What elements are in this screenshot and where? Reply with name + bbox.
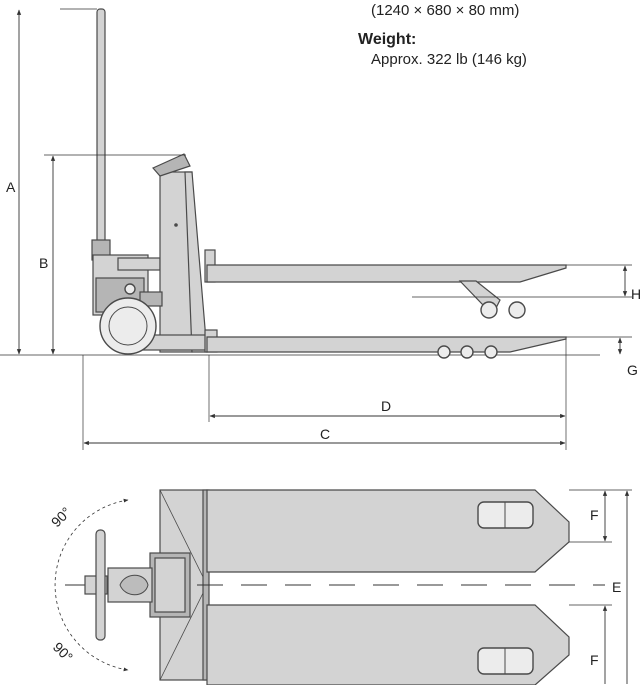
top-body-edge-1 xyxy=(159,489,208,586)
angle-label-upper: 90° xyxy=(48,504,74,530)
scale-display xyxy=(152,153,191,177)
top-view: 90° 90° E F F xyxy=(48,489,632,685)
mast-screw xyxy=(174,223,178,227)
side-view: A B H G D C xyxy=(0,8,641,450)
steering-wheel-hub xyxy=(108,306,148,346)
chassis-link xyxy=(139,291,163,307)
handle-bar xyxy=(96,8,106,250)
dim-d-label: D xyxy=(381,398,391,414)
top-body-edge-2 xyxy=(159,584,208,681)
dimensions-text: (1240 × 680 × 80 mm) xyxy=(371,2,520,19)
small-wheel xyxy=(124,283,136,295)
dim-a-label: A xyxy=(6,179,16,195)
dim-f-bottom-label: F xyxy=(590,652,599,668)
top-handle-bar xyxy=(95,529,106,641)
lower-roller-3 xyxy=(484,345,498,359)
steering-wheel xyxy=(99,297,157,355)
dim-g-label: G xyxy=(627,362,638,378)
upper-roller-2 xyxy=(508,301,526,319)
lower-roller-1 xyxy=(437,345,451,359)
pedal xyxy=(117,257,161,271)
weight-heading: Weight: xyxy=(358,31,417,48)
top-display-screen xyxy=(154,557,186,613)
weight-value: Approx. 322 lb (146 kg) xyxy=(371,51,527,68)
upper-fork xyxy=(206,264,567,283)
dim-e-label: E xyxy=(612,579,621,595)
dim-c-label: C xyxy=(320,426,330,442)
rotation-arc xyxy=(54,498,129,672)
upper-roller-1 xyxy=(480,301,498,319)
angle-label-lower: 90° xyxy=(50,639,76,665)
lower-roller-2 xyxy=(460,345,474,359)
dim-h-label: H xyxy=(631,286,641,302)
dim-f-top-label: F xyxy=(590,507,599,523)
dim-b-label: B xyxy=(39,255,48,271)
lower-fork xyxy=(206,336,567,353)
